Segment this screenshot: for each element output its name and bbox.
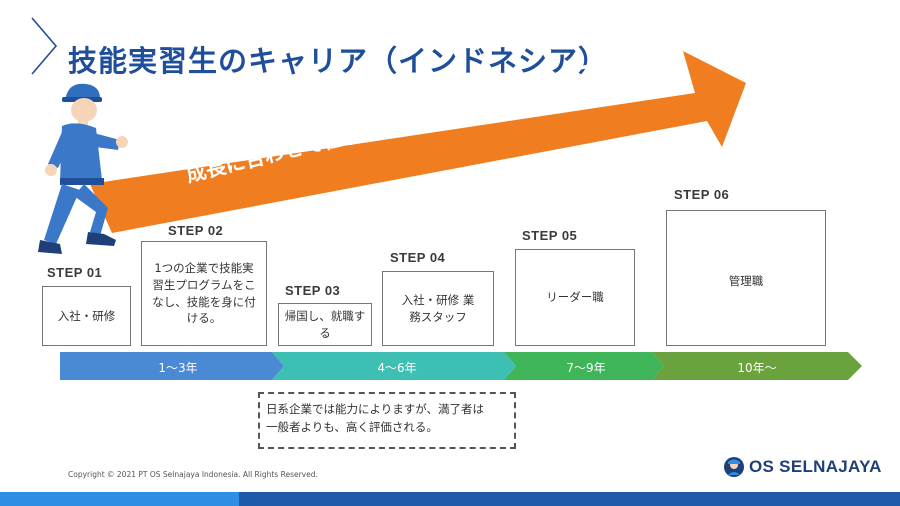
step-05-label: STEP 05 xyxy=(522,228,578,243)
bottom-bar-left xyxy=(0,492,239,506)
step-01-box: 入社・研修 xyxy=(42,286,131,346)
timeline-segment-4 xyxy=(652,352,862,380)
evaluation-note: 日系企業では能力によりますが、満了者は 一般者よりも、高く評価される。 xyxy=(258,392,516,449)
step-04-box: 入社・研修 業務スタッフ xyxy=(382,271,494,346)
step-03-box: 帰国し、就職する xyxy=(278,303,372,346)
bottom-bar-right xyxy=(239,492,900,506)
note-line-2: 一般者よりも、高く評価される。 xyxy=(266,419,438,434)
timeline-segment-2 xyxy=(272,352,516,380)
logo-emblem-icon xyxy=(724,457,744,477)
step-02-label: STEP 02 xyxy=(168,223,224,238)
timeline-label-3: 7〜9年 xyxy=(566,361,606,375)
step-01-label: STEP 01 xyxy=(47,265,103,280)
timeline-segment-3 xyxy=(504,352,664,380)
worker-illustration xyxy=(38,83,128,254)
note-line-1: 日系企業では能力によりますが、満了者は xyxy=(266,402,485,416)
step-03-label: STEP 03 xyxy=(285,283,341,298)
timeline-label-4: 10年〜 xyxy=(737,361,777,375)
growth-arrow-shape xyxy=(90,51,746,233)
timeline-label-1: 1〜3年 xyxy=(158,361,198,375)
step-02-box: 1つの企業で技能実習生プログラムをこなし、技能を身に付ける。 xyxy=(141,241,267,346)
step-05-box: リーダー職 xyxy=(515,249,635,346)
logo-text: OS SELNAJAYA xyxy=(749,457,882,476)
page-title: 技能実習生のキャリア（インドネシア） xyxy=(68,44,609,78)
timeline-segment-1 xyxy=(60,352,284,380)
company-logo: OS SELNAJAYA xyxy=(723,456,882,478)
step-06-label: STEP 06 xyxy=(674,187,730,202)
copyright-text: Copyright © 2021 PT OS Selnajaya Indones… xyxy=(68,470,318,479)
chevron-decoration-icon xyxy=(31,17,58,75)
timeline-label-2: 4〜6年 xyxy=(377,361,417,375)
step-06-box: 管理職 xyxy=(666,210,826,346)
step-04-label: STEP 04 xyxy=(390,250,446,265)
